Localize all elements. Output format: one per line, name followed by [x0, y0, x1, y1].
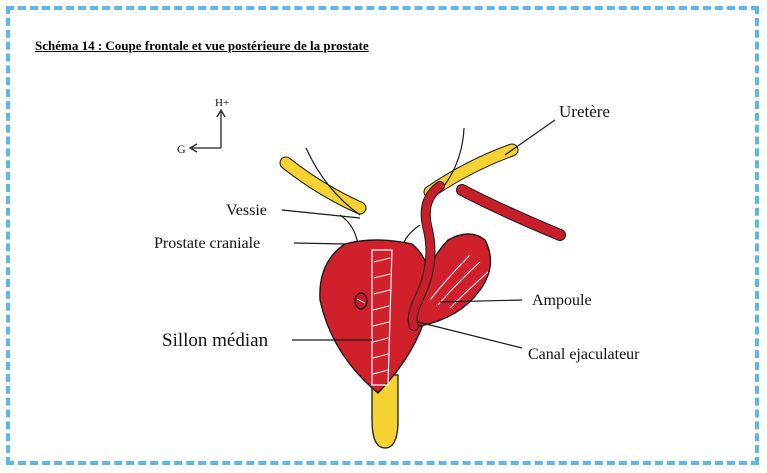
label-uretere: Uretère	[559, 102, 610, 121]
label-up: H+	[215, 97, 229, 109]
label-left: G	[177, 142, 186, 156]
label-vessie: Vessie	[226, 202, 267, 219]
label-sillon-median: Sillon médian	[162, 330, 269, 351]
vas-deferens	[462, 190, 560, 235]
orientation-indicator	[190, 110, 225, 152]
label-prostate-craniale: Prostate craniale	[154, 235, 260, 252]
label-canal-ejaculateur: Canal ejaculateur	[528, 346, 640, 363]
label-ampoule: Ampoule	[532, 292, 592, 309]
ureter-left	[286, 148, 360, 215]
vessie-duct-left	[340, 215, 358, 245]
